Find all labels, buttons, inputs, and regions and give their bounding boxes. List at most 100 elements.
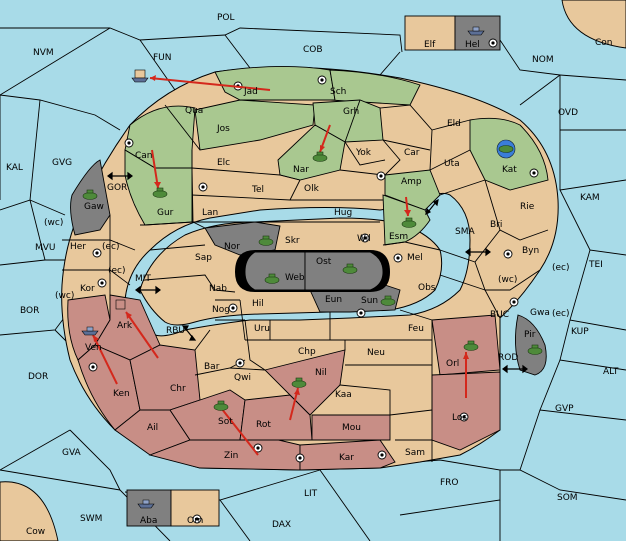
label-fro: FRO: [440, 478, 459, 488]
label-sap: Sap: [195, 253, 212, 263]
label-coast-wc: (wc): [55, 291, 74, 301]
units: [81, 26, 543, 509]
label-sam: Sam: [405, 448, 425, 458]
fleet-icon: [137, 499, 155, 509]
province-web[interactable]: [244, 251, 306, 291]
label-coast-ec: (ec): [102, 242, 120, 252]
army-icon: [401, 217, 417, 228]
label-elf: Elf: [424, 40, 436, 50]
label-hug: Hug: [334, 208, 352, 218]
label-qua: Qua: [185, 106, 203, 116]
province-kar[interactable]: [299, 439, 396, 471]
label-byn: Byn: [522, 246, 539, 256]
province-elf[interactable]: [404, 15, 456, 51]
label-kup: KUP: [571, 327, 589, 337]
label-can: Can: [135, 151, 153, 161]
label-aba: Aba: [140, 516, 157, 526]
label-kal: KAL: [6, 163, 23, 173]
label-esm: Esm: [389, 232, 408, 242]
land-borders: [62, 99, 549, 462]
label-nvm: NVM: [33, 48, 54, 58]
label-wil: Wil: [357, 234, 371, 244]
label-sun: Sun: [361, 296, 378, 306]
province-labels: POL COB FUN NVM NOM Con OVD KAL GVG KAM …: [6, 13, 619, 537]
label-sch: Sch: [330, 87, 346, 97]
label-mit: MIT: [135, 274, 151, 284]
label-web: Web: [285, 273, 305, 283]
label-uru: Uru: [254, 324, 270, 334]
sea-borders: [0, 27, 626, 541]
label-obs: Obs: [418, 283, 436, 293]
label-skr: Skr: [285, 236, 300, 246]
label-cow: Cow: [26, 527, 45, 537]
label-gvp: GVP: [555, 404, 574, 414]
label-rot: Rot: [256, 420, 271, 430]
label-nab: Nab: [209, 284, 227, 294]
label-nom: NOM: [532, 55, 554, 65]
province-chr[interactable]: [129, 344, 201, 411]
label-swm: SWM: [80, 514, 102, 524]
label-bor: BOR: [20, 306, 39, 316]
label-neu: Neu: [367, 348, 385, 358]
label-coast-wc: (wc): [498, 275, 517, 285]
label-alt: ALT: [603, 367, 619, 377]
label-ark: Ark: [117, 321, 133, 331]
army-icon: [380, 295, 396, 306]
province-mou[interactable]: [311, 414, 391, 441]
label-sma: SMA: [455, 227, 475, 237]
label-olk: Olk: [304, 184, 320, 194]
label-coast-wc: (wc): [44, 218, 63, 228]
label-ail: Ail: [147, 423, 158, 433]
label-dax: DAX: [272, 520, 291, 530]
label-nil: Nil: [315, 368, 327, 378]
label-coast-ec: (ec): [552, 263, 570, 273]
label-orl: Orl: [446, 359, 459, 369]
label-lit: LIT: [304, 489, 318, 499]
supply-centers: [88, 38, 539, 524]
label-ost: Ost: [316, 257, 332, 267]
army-icon: [312, 151, 328, 162]
label-coast-ec: (ec): [108, 266, 126, 276]
label-dor: DOR: [28, 372, 48, 382]
label-buc: BUC: [490, 310, 509, 320]
label-qwi: Qwi: [234, 373, 251, 383]
army-icon: [527, 344, 543, 355]
army-icon: [291, 377, 307, 388]
army-icon: [82, 189, 98, 200]
fleet-icon: [131, 69, 149, 83]
label-zin: Zin: [224, 451, 238, 461]
label-coast-ec: (ec): [552, 309, 570, 319]
label-her: Her: [70, 242, 86, 252]
label-eun: Eun: [325, 295, 342, 305]
label-nor: Nor: [224, 242, 240, 252]
label-gaw: Gaw: [84, 202, 104, 212]
label-lan: Lan: [202, 208, 218, 218]
army-icon: [213, 400, 229, 411]
label-hil: Hil: [252, 299, 264, 309]
label-rod: ROD: [498, 353, 518, 363]
label-gor: GOR: [107, 183, 127, 193]
coastal-arrows: [107, 171, 528, 374]
label-uta: Uta: [444, 159, 460, 169]
province-sch[interactable]: [240, 69, 421, 106]
label-car: Car: [404, 148, 420, 158]
label-bar: Bar: [204, 362, 220, 372]
label-rie: Rie: [520, 202, 535, 212]
label-kat: Kat: [502, 165, 517, 175]
province-amp[interactable]: [384, 169, 441, 211]
army-icon: [496, 139, 516, 159]
label-fun: FUN: [153, 53, 172, 63]
label-sot: Sot: [218, 417, 233, 427]
label-nar: Nar: [293, 165, 309, 175]
label-tei: TEI: [588, 260, 603, 270]
label-ken: Ken: [113, 389, 130, 399]
province-pir[interactable]: [515, 314, 547, 376]
label-gva: GVA: [62, 448, 82, 458]
label-tel: Tel: [251, 185, 264, 195]
army-icon: [258, 235, 274, 246]
fleet-icon: [467, 26, 485, 36]
label-orn: Orn: [187, 516, 203, 526]
label-grh: Grh: [343, 107, 359, 117]
province-jad[interactable]: [214, 65, 336, 101]
